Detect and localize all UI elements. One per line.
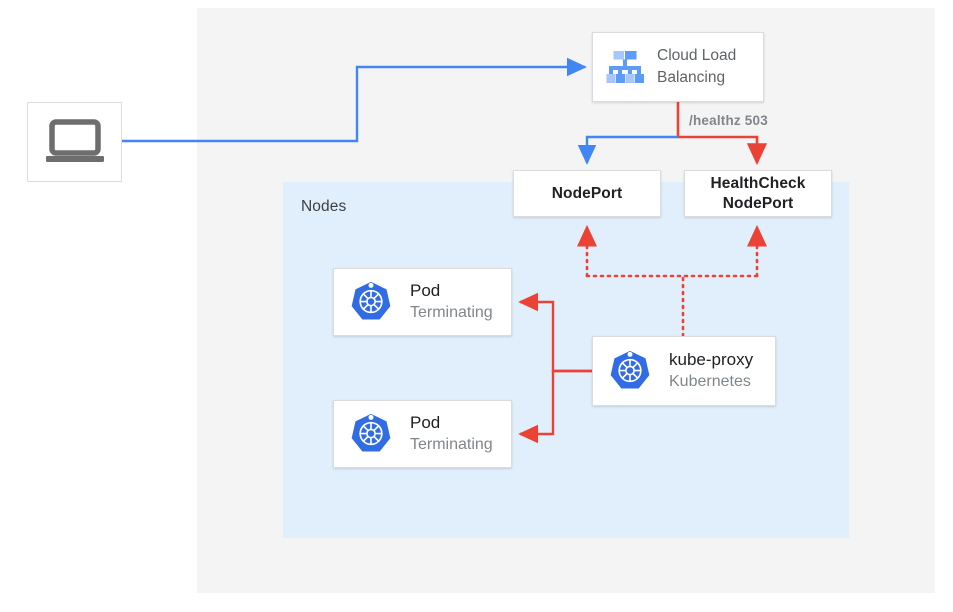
healthcheck-nodeport-label-line1: HealthCheck <box>710 174 806 192</box>
cloud-load-balancing-node[interactable]: Cloud Load Balancing <box>592 32 764 102</box>
healthcheck-nodeport-label-line2: NodePort <box>722 194 794 212</box>
kube-proxy-node[interactable]: kube-proxy Kubernetes <box>592 336 776 406</box>
nodes-region-label: Nodes <box>301 198 347 215</box>
pod-node-2-title: Pod <box>410 413 441 432</box>
client-node[interactable] <box>27 102 122 182</box>
cloud-load-balancing-label: Cloud Load Balancing <box>657 45 736 89</box>
nodeport-node[interactable]: NodePort <box>513 170 661 217</box>
pod-node-1[interactable]: Pod Terminating <box>333 268 512 336</box>
nodeport-label-line1: NodePort <box>551 184 623 202</box>
kubernetes-icon <box>351 281 391 320</box>
kubernetes-icon <box>351 413 391 452</box>
kube-proxy-title: kube-proxy <box>669 350 754 369</box>
pod-node-2-status: Terminating <box>410 436 493 453</box>
healthcheck-nodeport-label: HealthCheck NodePort <box>711 174 806 214</box>
pod-node-1-text: Pod Terminating <box>410 280 493 324</box>
pod-node-1-status: Terminating <box>410 304 493 321</box>
pod-node-2[interactable]: Pod Terminating <box>333 400 512 468</box>
kubernetes-icon <box>610 350 650 389</box>
laptop-icon <box>45 119 104 162</box>
healthz-edge-label: /healthz 503 <box>689 113 768 128</box>
pod-node-2-text: Pod Terminating <box>410 412 493 456</box>
nodeport-label: NodePort <box>552 184 623 204</box>
cloud-load-balancing-label-line1: Cloud Load <box>657 47 737 64</box>
kube-proxy-subtitle: Kubernetes <box>669 373 751 390</box>
kube-proxy-text: kube-proxy Kubernetes <box>669 349 753 393</box>
cloud-load-balancing-icon <box>606 51 644 83</box>
healthcheck-nodeport-node[interactable]: HealthCheck NodePort <box>684 170 832 217</box>
pod-node-1-title: Pod <box>410 281 441 300</box>
cloud-load-balancing-label-line2: Balancing <box>657 69 726 86</box>
